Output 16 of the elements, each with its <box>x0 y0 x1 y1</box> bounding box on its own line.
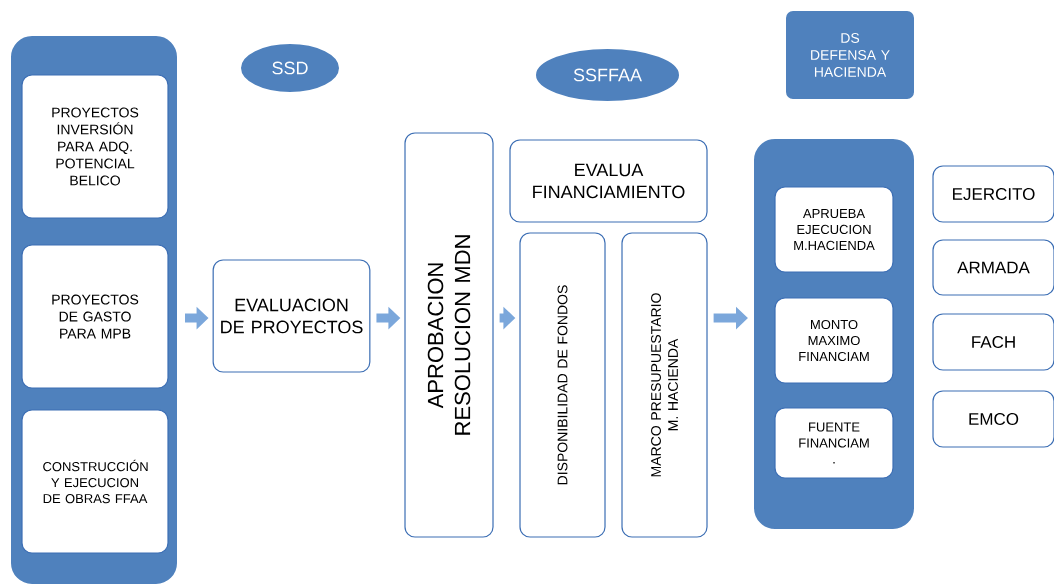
process-box: MONTO MAXIMO FINANCIAM <box>774 297 894 384</box>
process-box: APROBACION RESOLUCION MDN <box>404 132 494 538</box>
process-box: EVALUACION DE PROYECTOS <box>212 259 371 373</box>
process-box: CONSTRUCCIÓN Y EJECUCION DE OBRAS FFAA <box>21 409 169 554</box>
label-box: DS DEFENSA Y HACIENDA <box>784 9 916 101</box>
process-box: EMCO <box>932 390 1054 448</box>
process-box: APRUEBA EJECUCION M.HACIENDA <box>774 186 894 273</box>
process-box: MARCO PRESUPUESTARIO M. HACIENDA <box>621 232 708 538</box>
process-box: EJERCITO <box>932 165 1054 223</box>
process-box: EVALUA FINANCIAMIENTO <box>509 139 708 223</box>
process-box: PROYECTOS INVERSIÓN PARA ADQ. POTENCIAL BELICO <box>21 74 169 219</box>
process-box: FUENTE FINANCIAM . <box>774 407 894 479</box>
process-box: FACH <box>932 313 1054 371</box>
process-box: DISPONIBILIDAD DE FONDOS <box>519 232 606 538</box>
process-box: ARMADA <box>932 239 1054 296</box>
process-box: PROYECTOS DE GASTO PARA MPB <box>21 244 169 389</box>
